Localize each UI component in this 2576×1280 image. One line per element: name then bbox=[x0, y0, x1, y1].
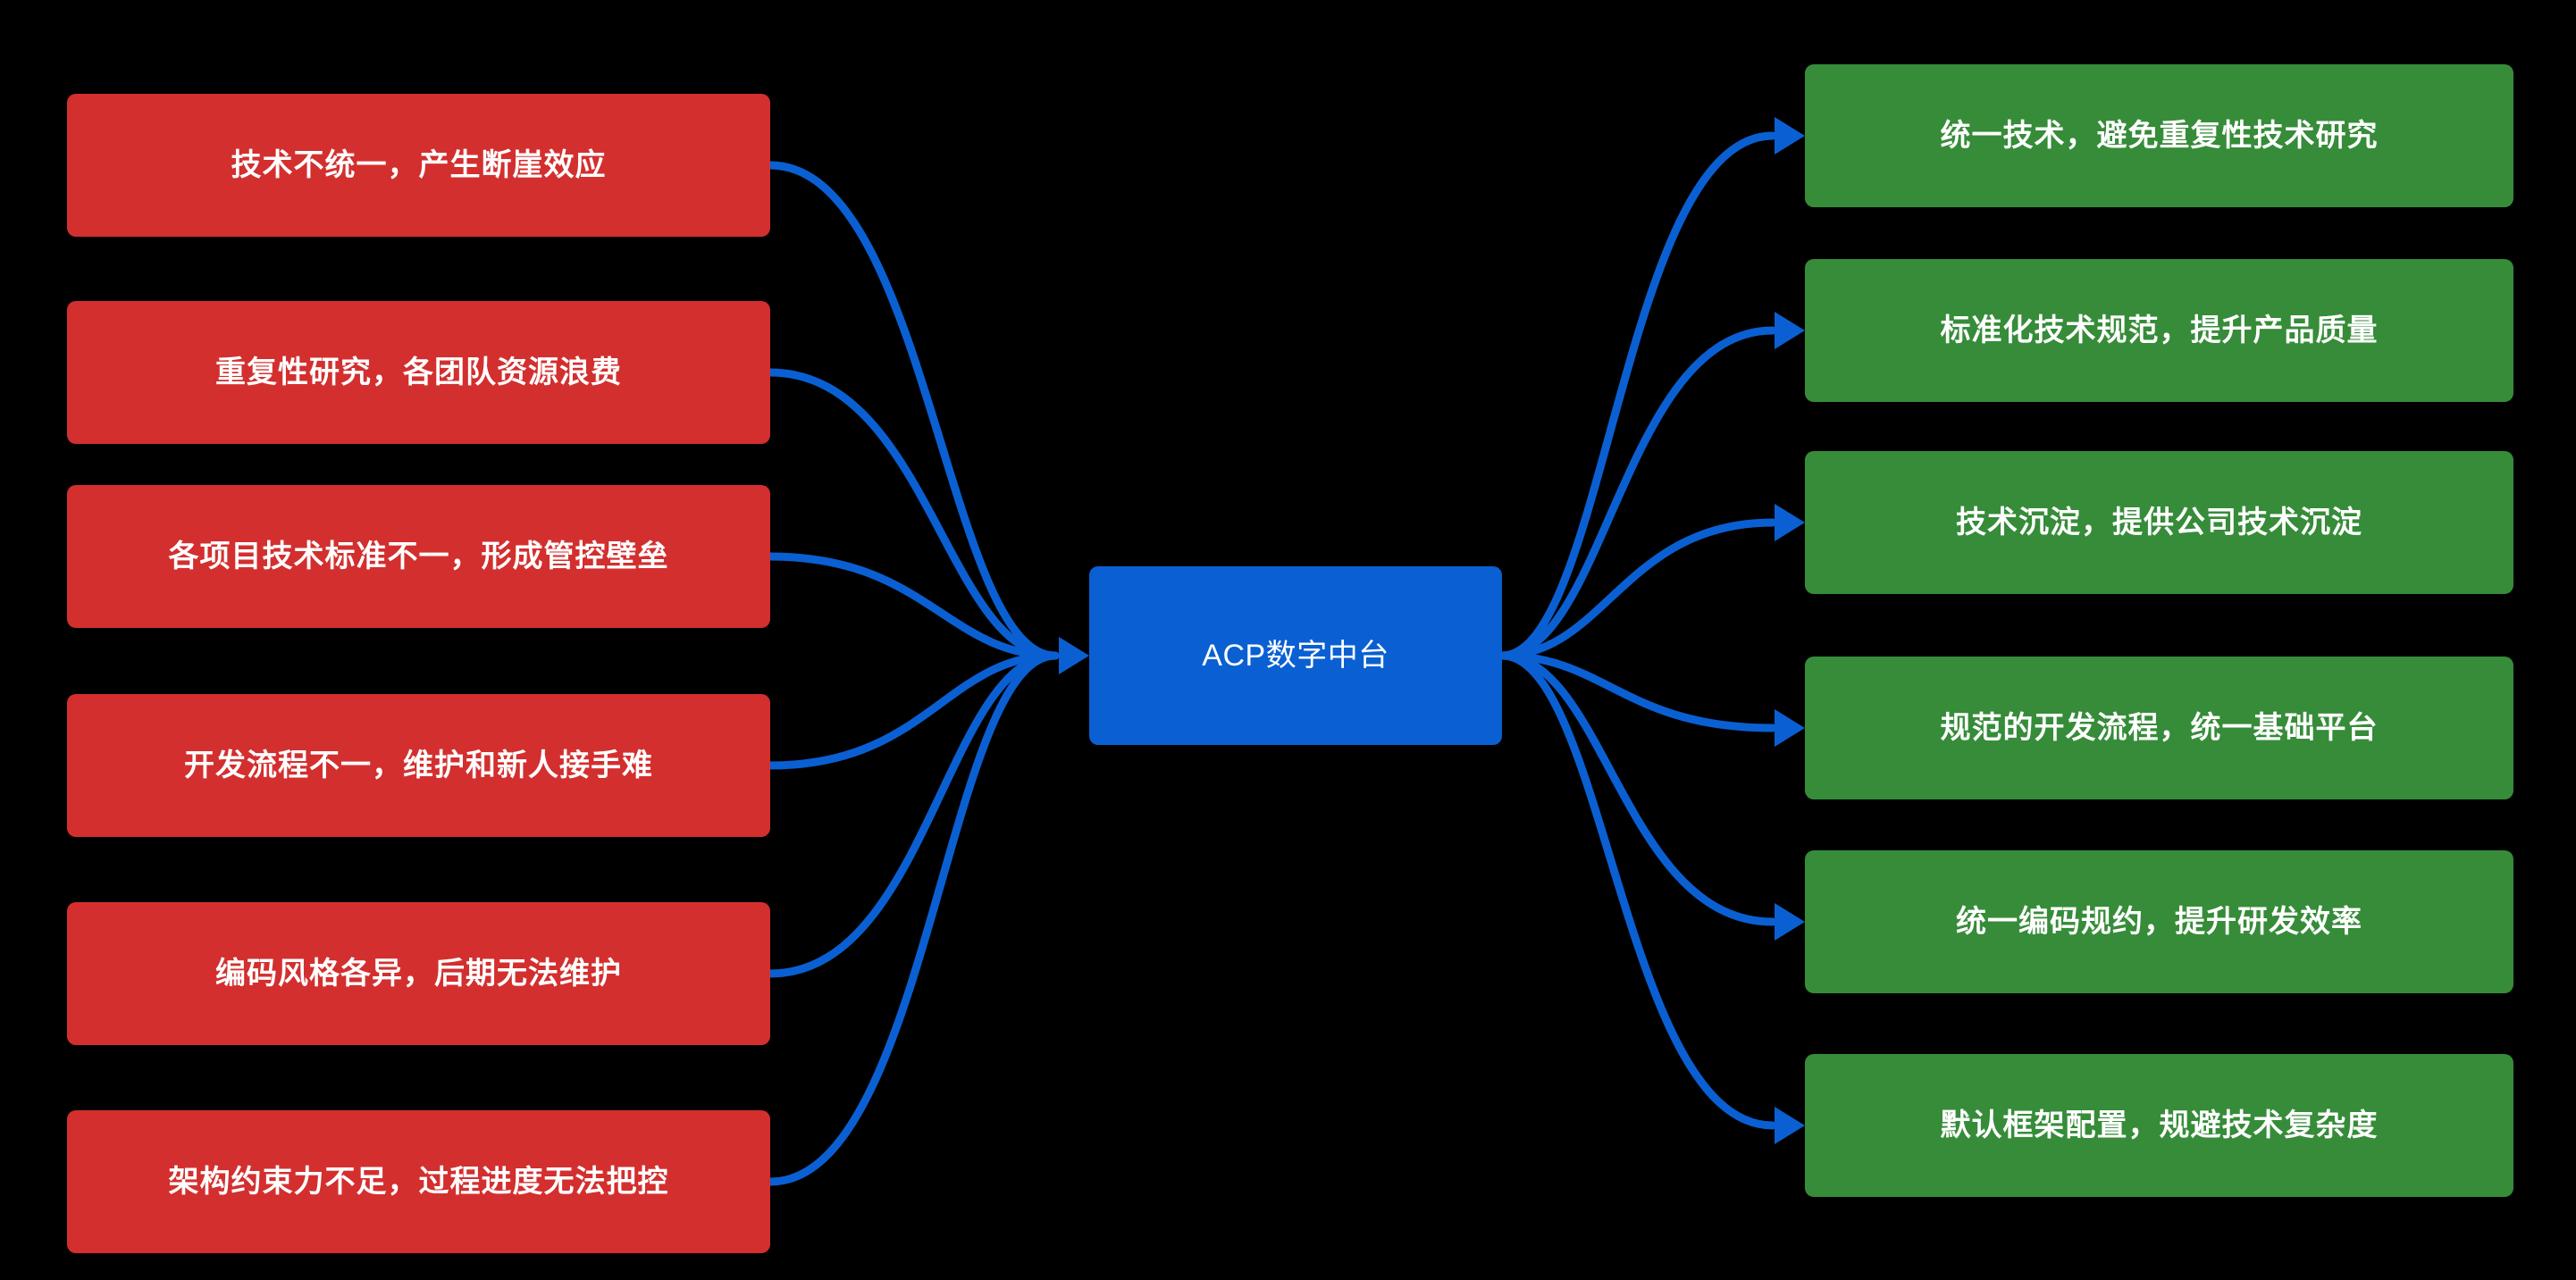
benefit-node-3-label: 技术沉淀，提供公司技术沉淀 bbox=[1956, 505, 2362, 540]
center-node[interactable]: ACP数字中台 bbox=[1089, 566, 1502, 745]
benefit-node-6[interactable]: 默认框架配置，规避技术复杂度 bbox=[1805, 1054, 2513, 1197]
edge-benefit-3 bbox=[1498, 518, 1777, 660]
problem-node-2-label: 重复性研究，各团队资源浪费 bbox=[215, 355, 622, 389]
edge-problem-6 bbox=[766, 651, 1060, 1186]
arrowhead-into-benefit-2 bbox=[1775, 312, 1805, 349]
problem-node-5-label: 编码风格各异，后期无法维护 bbox=[215, 956, 622, 991]
benefit-node-2-label: 标准化技术规范，提升产品质量 bbox=[1940, 313, 2379, 347]
problem-node-3-label: 各项目技术标准不一，形成管控壁垒 bbox=[168, 539, 669, 573]
problem-node-5[interactable]: 编码风格各异，后期无法维护 bbox=[67, 902, 770, 1045]
problem-node-1-label: 技术不统一，产生断崖效应 bbox=[231, 147, 607, 182]
problem-node-4-label: 开发流程不一，维护和新人接手难 bbox=[184, 748, 653, 782]
edge-problem-3 bbox=[766, 552, 1060, 660]
problem-node-4[interactable]: 开发流程不一，维护和新人接手难 bbox=[67, 694, 770, 837]
benefit-node-5-label: 统一编码规约，提升研发效率 bbox=[1956, 904, 2362, 939]
arrowhead-into-benefit-6 bbox=[1775, 1107, 1805, 1144]
problem-node-1[interactable]: 技术不统一，产生断崖效应 bbox=[67, 94, 770, 237]
arrowhead-into-benefit-4 bbox=[1775, 709, 1805, 747]
problem-node-2[interactable]: 重复性研究，各团队资源浪费 bbox=[67, 301, 770, 444]
problem-node-6[interactable]: 架构约束力不足，过程进度无法把控 bbox=[67, 1110, 770, 1253]
edge-benefit-5 bbox=[1498, 651, 1777, 926]
edge-benefit-1 bbox=[1498, 131, 1777, 660]
edge-benefit-4 bbox=[1498, 651, 1777, 732]
benefit-node-1-label: 统一技术，避免重复性技术研究 bbox=[1940, 118, 2379, 153]
center-node-label: ACP数字中台 bbox=[1202, 638, 1389, 673]
benefit-node-2[interactable]: 标准化技术规范，提升产品质量 bbox=[1805, 259, 2513, 402]
edge-problem-2 bbox=[766, 368, 1060, 660]
benefit-node-4-label: 规范的开发流程，统一基础平台 bbox=[1940, 710, 2379, 745]
problem-node-6-label: 架构约束力不足，过程进度无法把控 bbox=[168, 1164, 669, 1199]
arrowhead-into-center bbox=[1059, 637, 1089, 674]
benefit-node-4[interactable]: 规范的开发流程，统一基础平台 bbox=[1805, 657, 2513, 799]
edge-problem-4 bbox=[766, 651, 1060, 770]
arrowhead-into-benefit-1 bbox=[1775, 117, 1805, 155]
benefit-node-6-label: 默认框架配置，规避技术复杂度 bbox=[1940, 1108, 2379, 1142]
arrowhead-into-benefit-3 bbox=[1775, 504, 1805, 541]
edge-benefit-2 bbox=[1498, 326, 1777, 660]
edge-problem-5 bbox=[766, 651, 1060, 978]
edge-problem-1 bbox=[766, 161, 1060, 660]
edge-benefit-6 bbox=[1498, 651, 1777, 1130]
problem-node-3[interactable]: 各项目技术标准不一，形成管控壁垒 bbox=[67, 485, 770, 628]
benefit-node-3[interactable]: 技术沉淀，提供公司技术沉淀 bbox=[1805, 451, 2513, 594]
benefit-node-5[interactable]: 统一编码规约，提升研发效率 bbox=[1805, 850, 2513, 993]
benefit-node-1[interactable]: 统一技术，避免重复性技术研究 bbox=[1805, 64, 2513, 207]
arrowhead-into-benefit-5 bbox=[1775, 903, 1805, 941]
